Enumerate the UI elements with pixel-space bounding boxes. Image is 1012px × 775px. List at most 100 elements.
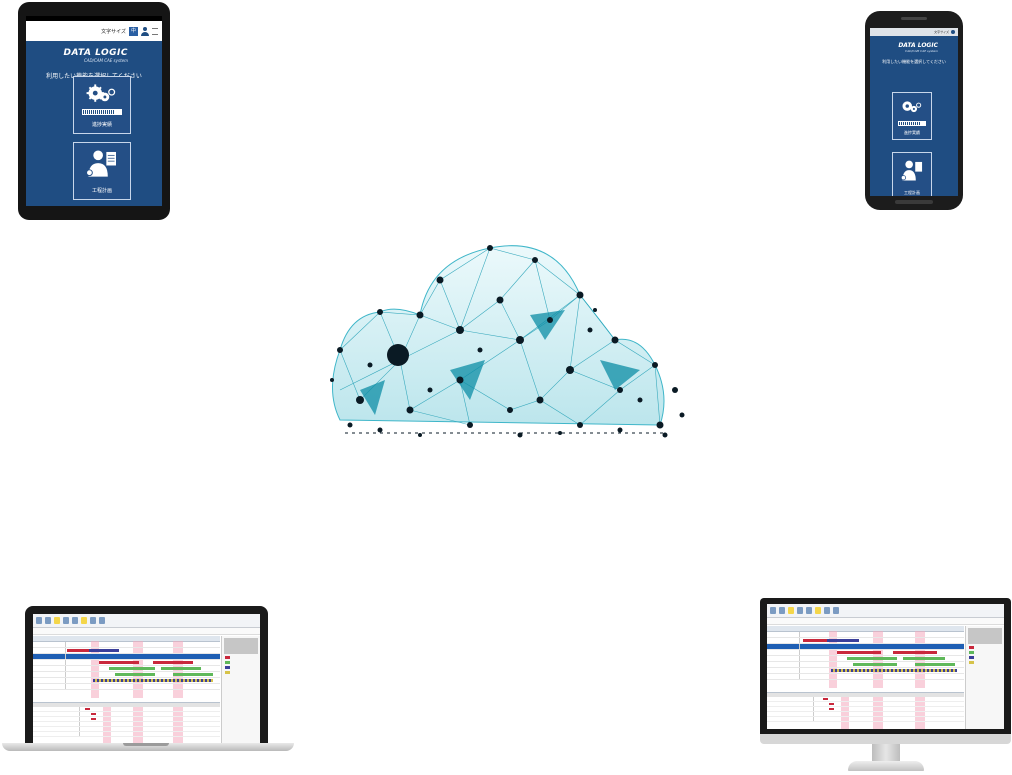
laptop-base	[2, 743, 294, 751]
gantt-bar[interactable]	[837, 651, 881, 654]
gantt-bar[interactable]	[99, 661, 139, 664]
gantt-bar[interactable]	[153, 661, 193, 664]
ribbon-button[interactable]	[72, 617, 78, 624]
planner-person-icon	[900, 160, 923, 181]
gantt-bar[interactable]	[115, 673, 155, 676]
font-size-button[interactable]: 中	[129, 26, 138, 36]
user-icon[interactable]	[141, 26, 149, 36]
monitor-stand-foot	[848, 761, 924, 771]
ribbon-button[interactable]	[815, 607, 821, 614]
gantt-bar[interactable]	[109, 667, 155, 670]
ribbon-button[interactable]	[99, 617, 105, 624]
ribbon-button[interactable]	[806, 607, 812, 614]
phone-screen: 文字サイズ DATA LOGIC CAD/CAM CAE system 利用した…	[870, 28, 958, 196]
gantt-row-selected[interactable]	[33, 654, 220, 660]
gantt-bar[interactable]	[853, 663, 897, 666]
gantt-row[interactable]	[767, 650, 964, 656]
load-bar	[85, 708, 90, 710]
resource-table	[767, 692, 964, 729]
gantt-bar[interactable]	[831, 669, 957, 672]
resource-row[interactable]	[767, 702, 964, 707]
ribbon-button[interactable]	[90, 617, 96, 624]
resource-row[interactable]	[767, 712, 964, 717]
gantt-row-selected[interactable]	[767, 644, 964, 650]
font-size-label: 文字サイズ	[101, 28, 126, 35]
resource-row[interactable]	[33, 732, 220, 737]
laptop-notch	[123, 743, 169, 746]
gantt-row-name	[767, 632, 800, 637]
gantt-bar[interactable]	[847, 657, 897, 660]
gantt-bar[interactable]	[161, 667, 201, 670]
menu-icon[interactable]	[152, 27, 158, 35]
resource-name	[33, 712, 80, 716]
tablet-app-bar: 文字サイズ 中	[26, 21, 162, 41]
gantt-row[interactable]	[767, 638, 964, 644]
brand-subtitle: CAD/CAM CAE system	[905, 49, 938, 53]
brand-logo: DATA LOGIC	[63, 48, 128, 58]
gantt-bar[interactable]	[89, 649, 119, 652]
gantt-bar[interactable]	[915, 663, 955, 666]
gantt-row[interactable]	[33, 642, 220, 648]
holiday-column	[103, 707, 111, 743]
gantt-row[interactable]	[33, 684, 220, 690]
brand-logo: DATA LOGIC	[898, 42, 938, 49]
gantt-bar[interactable]	[803, 639, 827, 642]
gantt-row-name	[767, 656, 800, 661]
monitor-chin	[760, 734, 1011, 744]
gantt-row[interactable]	[33, 672, 220, 678]
resource-table-header	[767, 693, 964, 697]
process-planning-tile[interactable]: 工程計画	[73, 142, 131, 200]
ribbon-button[interactable]	[36, 617, 42, 624]
gantt-row[interactable]	[33, 660, 220, 666]
gantt-row-name	[33, 666, 66, 671]
ribbon-button[interactable]	[45, 617, 51, 624]
phone-app-bar: 文字サイズ	[870, 28, 958, 36]
legend-item	[969, 656, 1001, 659]
gantt-row[interactable]	[767, 656, 964, 662]
ribbon-button[interactable]	[797, 607, 803, 614]
gantt-row[interactable]	[767, 632, 964, 638]
gantt-row[interactable]	[33, 678, 220, 684]
phone-home-indicator	[895, 200, 933, 204]
resource-row[interactable]	[33, 722, 220, 727]
gears-progress-icon	[902, 101, 922, 113]
gantt-row-name	[33, 660, 66, 665]
resource-row[interactable]	[33, 727, 220, 732]
progress-results-tile[interactable]: 進捗実績	[892, 92, 932, 140]
ribbon-button[interactable]	[54, 617, 60, 624]
ribbon-button[interactable]	[833, 607, 839, 614]
resource-name	[767, 717, 814, 721]
gantt-row[interactable]	[767, 674, 964, 680]
ribbon-button[interactable]	[770, 607, 776, 614]
resource-row[interactable]	[767, 717, 964, 722]
ribbon-button[interactable]	[81, 617, 87, 624]
gantt-bar[interactable]	[93, 679, 213, 682]
gantt-bar[interactable]	[67, 649, 89, 652]
gantt-row-name	[33, 648, 66, 653]
gantt-row[interactable]	[767, 662, 964, 668]
ribbon-button[interactable]	[824, 607, 830, 614]
gantt-bar[interactable]	[827, 639, 859, 642]
gantt-bar[interactable]	[893, 651, 937, 654]
resource-row[interactable]	[33, 712, 220, 717]
ribbon-button[interactable]	[788, 607, 794, 614]
scheduler-toolbar	[33, 628, 260, 635]
process-planning-label: 工程計画	[91, 188, 112, 194]
resource-row[interactable]	[33, 707, 220, 712]
gantt-bar[interactable]	[173, 673, 213, 676]
ribbon-button[interactable]	[779, 607, 785, 614]
gantt-bar[interactable]	[903, 657, 945, 660]
resource-row[interactable]	[767, 707, 964, 712]
gantt-row[interactable]	[33, 666, 220, 672]
ribbon-button[interactable]	[63, 617, 69, 624]
laptop-device	[25, 606, 268, 743]
progress-results-tile[interactable]: 進捗実績	[73, 76, 131, 134]
smartphone-device: 文字サイズ DATA LOGIC CAD/CAM CAE system 利用した…	[865, 11, 963, 210]
resource-row[interactable]	[33, 717, 220, 722]
process-planning-tile[interactable]: 工程計画	[892, 152, 932, 196]
gantt-row[interactable]	[33, 648, 220, 654]
user-icon[interactable]	[951, 30, 955, 34]
legend-item	[225, 661, 257, 664]
resource-row[interactable]	[767, 697, 964, 702]
gantt-row[interactable]	[767, 668, 964, 674]
